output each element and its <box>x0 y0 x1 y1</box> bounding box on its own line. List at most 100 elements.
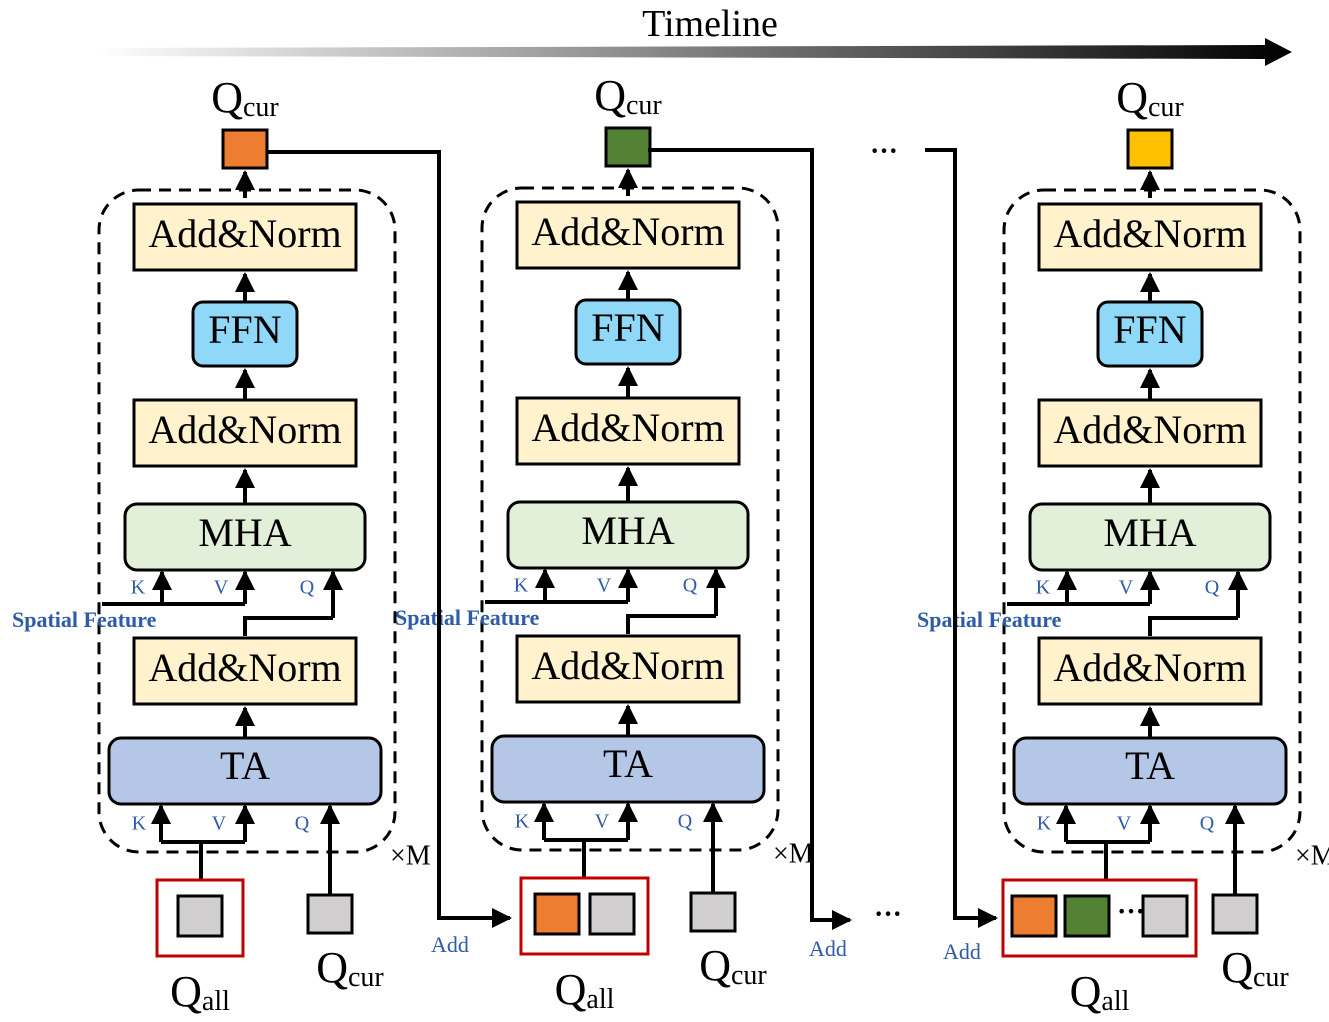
memory-qall-label-sub: all <box>1101 986 1129 1017</box>
ta-text: TA <box>220 743 270 788</box>
spatial-feature-label: Spatial Feature <box>395 605 540 630</box>
connection-stage2-to-next <box>648 148 852 930</box>
add-norm-box <box>515 634 741 704</box>
input-qcur-label-sub: cur <box>1253 962 1289 993</box>
add-norm-text: Add&Norm <box>531 209 724 254</box>
ta-v-label: V <box>212 813 227 835</box>
ffn-text: FFN <box>1113 307 1186 352</box>
decoder-layer-frame <box>1002 188 1302 854</box>
add-norm-text: Add&Norm <box>1053 645 1246 690</box>
memory-qall-label-sub: all <box>586 984 614 1015</box>
current-query-token <box>306 893 354 935</box>
add-label-next: Add <box>809 936 847 961</box>
memory-qall-label-main: Q <box>170 967 202 1016</box>
ta-k-label: K <box>1037 813 1052 835</box>
decoder-layer-frame <box>97 188 397 854</box>
input-qcur-label: Qcur <box>316 943 384 993</box>
add-norm-box <box>1037 398 1263 468</box>
output-token <box>1126 128 1174 170</box>
ta-v-label: V <box>1117 813 1132 835</box>
add-norm-text: Add&Norm <box>148 211 341 256</box>
output-token <box>604 126 652 168</box>
add-norm-box <box>515 396 741 466</box>
add-norm-text: Add&Norm <box>1053 407 1246 452</box>
timeline-label: Timeline <box>642 3 778 45</box>
memory-qall-label: Qall <box>1070 967 1130 1017</box>
ta-text: TA <box>603 741 653 786</box>
add-label-stage-n: Add <box>943 939 981 964</box>
current-query-token <box>689 891 737 933</box>
memory-token <box>1010 894 1058 938</box>
memory-token <box>1063 894 1111 938</box>
add-norm-text: Add&Norm <box>1053 211 1246 256</box>
output-token <box>221 128 269 170</box>
ellipsis-bottom: ··· <box>874 899 902 930</box>
output-qcur-label: Qcur <box>594 71 662 121</box>
spatial-feature-label: Spatial Feature <box>917 607 1062 632</box>
add-norm-box <box>1037 202 1263 272</box>
add-norm-box <box>132 398 358 468</box>
memory-qall-label-main: Q <box>555 965 587 1014</box>
memory-ellipsis: ··· <box>1117 896 1145 927</box>
memory-qall-label-sub: all <box>202 986 230 1017</box>
mha-k-label: K <box>131 577 146 599</box>
ffn-box <box>574 298 682 366</box>
output-qcur-label-sub: cur <box>243 92 279 123</box>
input-qcur-label-sub: cur <box>731 960 767 991</box>
memory-token <box>533 892 581 936</box>
ta-k-label: K <box>515 811 530 833</box>
output-qcur-label-main: Q <box>1116 73 1148 122</box>
ffn-text: FFN <box>208 307 281 352</box>
ffn-box <box>191 300 299 368</box>
output-qcur-label-sub: cur <box>626 90 662 121</box>
ffn-box <box>1096 300 1204 368</box>
add-label-stage2: Add <box>431 932 469 957</box>
input-qcur-label: Qcur <box>1221 943 1289 993</box>
connection-stage1-to-stage2 <box>266 150 512 928</box>
memory-token <box>588 892 636 936</box>
addnorm-to-mha-q-line <box>1148 616 1238 636</box>
connection-into-stage-n <box>925 148 998 928</box>
mha-v-label: V <box>597 575 612 597</box>
mha-v-label: V <box>1119 577 1134 599</box>
mha-q-label: Q <box>683 575 698 597</box>
add-norm-box <box>1037 636 1263 706</box>
ta-k-label: K <box>132 813 147 835</box>
mha-text: MHA <box>198 510 291 555</box>
mha-q-label: Q <box>300 577 315 599</box>
output-qcur-label-sub: cur <box>1148 92 1184 123</box>
ta-q-label: Q <box>1200 813 1215 835</box>
ta-q-label: Q <box>295 813 310 835</box>
add-norm-box <box>132 202 358 272</box>
memory-bank <box>155 878 245 958</box>
ellipsis-top: ··· <box>870 136 898 167</box>
ta-v-label: V <box>595 811 610 833</box>
memory-connections: ··· ··· Add Add Add <box>266 136 998 964</box>
output-qcur-label-main: Q <box>594 71 626 120</box>
add-norm-text: Add&Norm <box>148 407 341 452</box>
repeat-label: ×M <box>1295 840 1329 871</box>
mha-text: MHA <box>581 508 674 553</box>
spatial-feature-label: Spatial Feature <box>12 607 157 632</box>
memory-token <box>176 894 224 938</box>
mha-text: MHA <box>1103 510 1196 555</box>
input-qcur-label-main: Q <box>1221 943 1253 992</box>
addnorm-to-mha-q-line <box>626 614 716 634</box>
memory-bank <box>519 876 650 956</box>
output-qcur-label: Qcur <box>211 73 279 123</box>
decoder-layer-frame <box>480 186 780 852</box>
add-norm-box <box>132 636 358 706</box>
memory-qall-label: Qall <box>170 967 230 1017</box>
ta-q-label: Q <box>678 811 693 833</box>
repeat-label: ×M <box>773 838 814 869</box>
addnorm-to-mha-q-line <box>243 616 333 636</box>
input-qcur-label-sub: cur <box>348 962 384 993</box>
mha-k-label: K <box>514 575 529 597</box>
timeline-arrow <box>95 38 1292 66</box>
add-norm-text: Add&Norm <box>531 405 724 450</box>
add-norm-text: Add&Norm <box>148 645 341 690</box>
memory-token <box>1141 894 1189 938</box>
